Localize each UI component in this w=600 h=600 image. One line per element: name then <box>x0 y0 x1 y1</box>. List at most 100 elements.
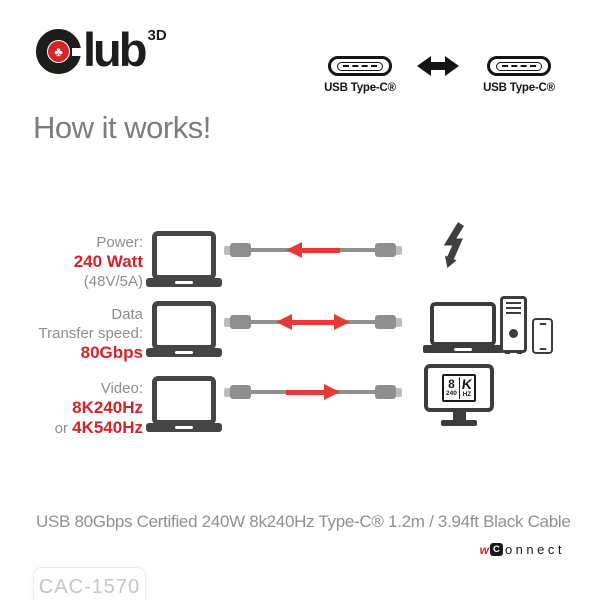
video-value-2: or 4K540Hz <box>54 418 143 437</box>
laptop-icon-video <box>146 376 222 432</box>
video-label: Video: <box>100 380 143 397</box>
badge-k: K <box>460 376 474 393</box>
plug-body <box>230 315 251 329</box>
usb-c-plug-left <box>224 315 252 329</box>
laptop-base <box>146 348 222 357</box>
cable-power <box>224 239 402 261</box>
laptop-notch <box>175 350 193 354</box>
plug-tip <box>224 387 231 397</box>
plug-body <box>230 243 251 257</box>
tower-vent <box>506 311 521 314</box>
arrow-tail <box>286 389 324 395</box>
tower-button <box>509 329 518 338</box>
badge-left-column: 8 240 <box>446 377 460 399</box>
usb-c-plug-right <box>374 385 402 399</box>
data-direction-arrow-both <box>276 314 350 330</box>
plug-tip <box>224 317 231 327</box>
desktop-tower-icon <box>500 296 527 354</box>
8k240hz-badge: 8 240 K HZ <box>442 374 476 402</box>
badge-8: 8 <box>448 377 455 392</box>
badge-240: 240 <box>446 390 457 398</box>
laptop-screen <box>152 376 216 425</box>
video-conjunction: or <box>54 420 73 437</box>
power-label: Power: <box>96 234 143 251</box>
arrow-tail <box>302 247 340 253</box>
plug-body <box>230 385 251 399</box>
usb-c-inner-pill <box>496 61 542 71</box>
tower-vent <box>506 306 521 309</box>
laptop-base <box>146 278 222 287</box>
laptop-notch <box>175 425 193 429</box>
power-value: 240 Watt <box>73 252 143 271</box>
laptop-icon-data <box>146 301 222 357</box>
monitor-screen: 8 240 K HZ <box>424 364 494 412</box>
usb-c-pins <box>502 65 536 67</box>
usb-c-pins <box>343 65 377 67</box>
data-label-2: Transfer speed: <box>38 325 144 342</box>
tower-foot <box>517 350 522 354</box>
lightning-bolt-icon <box>443 222 464 268</box>
usb-c-plug-left <box>224 385 252 399</box>
phone-home-bar <box>539 347 546 350</box>
power-sub: (48V/5A) <box>83 273 143 290</box>
laptop-screen <box>152 231 216 280</box>
laptop-notch <box>175 280 193 284</box>
tower-vent <box>506 301 521 304</box>
product-caption: USB 80Gbps Certified 240W 8k240Hz Type-C… <box>36 512 571 531</box>
power-direction-arrow-left <box>286 242 340 258</box>
club3d-c-gap <box>72 48 83 56</box>
laptop-notch <box>454 347 472 351</box>
usb-c-connector-icon-right <box>487 56 551 76</box>
plug-body <box>375 315 396 329</box>
laptop-icon-power <box>146 231 222 287</box>
wconnect-w: w <box>479 542 489 557</box>
monitor-stand-base <box>441 420 477 426</box>
plug-tip <box>395 387 402 397</box>
usb-c-label-left: USB Type-C® <box>324 82 396 94</box>
wconnect-c-badge: C <box>489 543 503 556</box>
wconnect-rest: onnect <box>504 542 565 557</box>
arrow-head-left-icon <box>286 242 302 258</box>
arrow-tail <box>292 319 334 325</box>
club3d-logo-word: lub <box>83 23 148 76</box>
wconnect-logo: w C onnect <box>480 542 565 557</box>
badge-hz: HZ <box>462 391 472 399</box>
arrow-head-right-icon <box>324 384 340 400</box>
usb-c-label-right: USB Type-C® <box>483 82 555 94</box>
usb-c-plug-left <box>224 243 252 257</box>
sku-box: CAC-1570 <box>33 567 146 600</box>
arrow-head-left-icon <box>276 314 292 330</box>
arrow-head-right-icon <box>334 314 350 330</box>
plug-body <box>375 243 396 257</box>
laptop-base <box>423 345 503 353</box>
usb-c-connector-icon-left <box>328 56 392 76</box>
laptop-screen <box>152 301 216 350</box>
club3d-logo-3d: 3D <box>147 27 167 44</box>
data-label-1: Data <box>111 306 143 323</box>
laptop-outline-icon <box>423 302 503 353</box>
data-label-block: Data Transfer speed: 80Gbps <box>11 305 144 363</box>
monitor-icon: 8 240 K HZ <box>424 364 494 426</box>
club-suit-icon: ♣ <box>48 41 69 62</box>
smartphone-icon <box>532 318 553 354</box>
club3d-logo-c: ♣ <box>36 29 83 74</box>
data-value: 80Gbps <box>80 343 143 362</box>
video-label-block: Video: 8K240Hz or 4K540Hz <box>11 379 143 439</box>
tower-foot <box>505 350 510 354</box>
badge-right-column: K HZ <box>460 376 474 399</box>
usb-c-plug-right <box>374 243 402 257</box>
usb-c-inner-pill <box>337 61 383 71</box>
laptop-screen <box>430 302 496 346</box>
sku-text: CAC-1570 <box>38 576 141 598</box>
plug-tip <box>395 245 402 255</box>
plug-tip <box>395 317 402 327</box>
cable-data <box>224 311 402 333</box>
club3d-logo: ♣ lub 3D <box>36 26 167 74</box>
video-value-1: 8K240Hz <box>72 398 143 417</box>
monitor-stand-neck <box>452 411 466 420</box>
power-label-block: Power: 240 Watt (48V/5A) <box>11 233 143 291</box>
plug-tip <box>224 245 231 255</box>
plug-body <box>375 385 396 399</box>
double-arrow-icon <box>417 56 459 76</box>
